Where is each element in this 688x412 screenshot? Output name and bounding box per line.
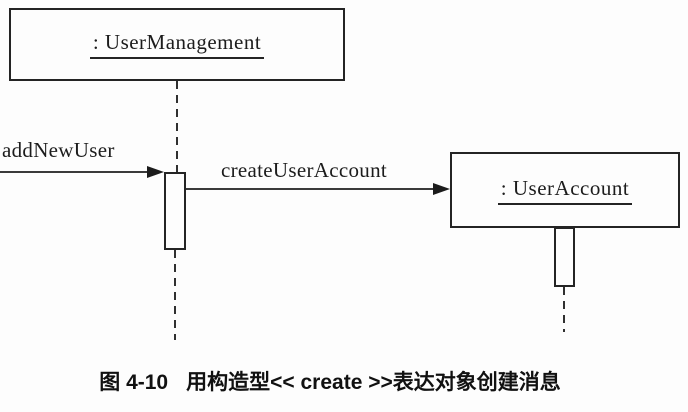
figure-title: 用构造型<< create >>表达对象创建消息	[186, 371, 561, 394]
arrowhead-icon	[433, 183, 450, 195]
message-line-createuseraccount	[186, 188, 436, 190]
object-box-useraccount: : UserAccount	[450, 152, 680, 228]
object-label-useraccount: : UserAccount	[497, 176, 633, 205]
object-label-usermanagement: : UserManagement	[89, 30, 265, 59]
figure-caption: 图 4-10 用构造型<< create >>表达对象创建消息	[0, 366, 660, 396]
lifeline-usermanagement-lower	[174, 250, 176, 340]
lifeline-useraccount	[563, 287, 565, 332]
figure-number: 图 4-10	[99, 371, 169, 394]
object-box-usermanagement: : UserManagement	[9, 8, 345, 81]
message-label-createuseraccount: createUserAccount	[221, 158, 388, 182]
arrowhead-icon	[147, 166, 164, 178]
activation-bar-usermanagement	[164, 172, 186, 250]
lifeline-usermanagement-upper	[176, 81, 178, 172]
activation-bar-useraccount	[554, 227, 575, 287]
message-line-addnewuser	[0, 171, 150, 173]
message-label-addnewuser: addNewUser	[2, 138, 115, 162]
